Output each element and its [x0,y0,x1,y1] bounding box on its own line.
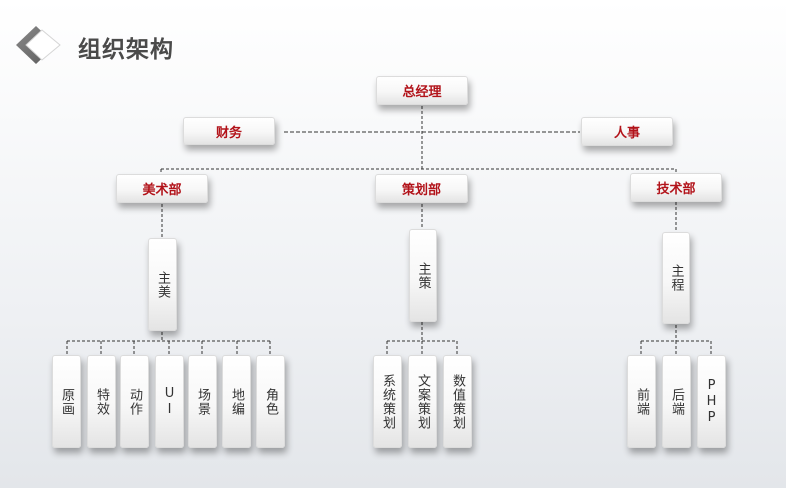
node-lead-art: 主美 [148,238,177,331]
node-dept-planning: 策划部 [375,174,468,203]
node-member-art: 动作 [120,355,149,448]
page-title: 组织架构 [78,37,174,63]
node-member-art: 特效 [87,355,116,448]
node-member-art: 角色 [256,355,285,448]
node-ceo: 总经理 [376,76,468,105]
node-member-art: 场景 [188,355,217,448]
node-dept-tech: 技术部 [630,173,722,202]
node-member-tech: PHP [697,355,726,448]
node-member-tech: 后端 [662,355,691,448]
node-member-planning: 数值策划 [443,355,472,448]
node-member-planning: 文案策划 [408,355,437,448]
node-member-tech: 前端 [627,355,656,448]
node-lead-tech: 主程 [662,232,690,324]
node-lead-planning: 主策 [409,229,437,322]
node-dept-art: 美术部 [116,174,208,203]
diamond-logo-icon [16,26,61,64]
node-member-planning: 系统策划 [373,355,402,448]
node-member-art: 原画 [52,355,81,448]
node-member-art: UI [155,355,184,448]
node-hr: 人事 [581,117,673,146]
node-finance: 财务 [183,117,275,145]
node-member-art: 地编 [222,355,251,448]
